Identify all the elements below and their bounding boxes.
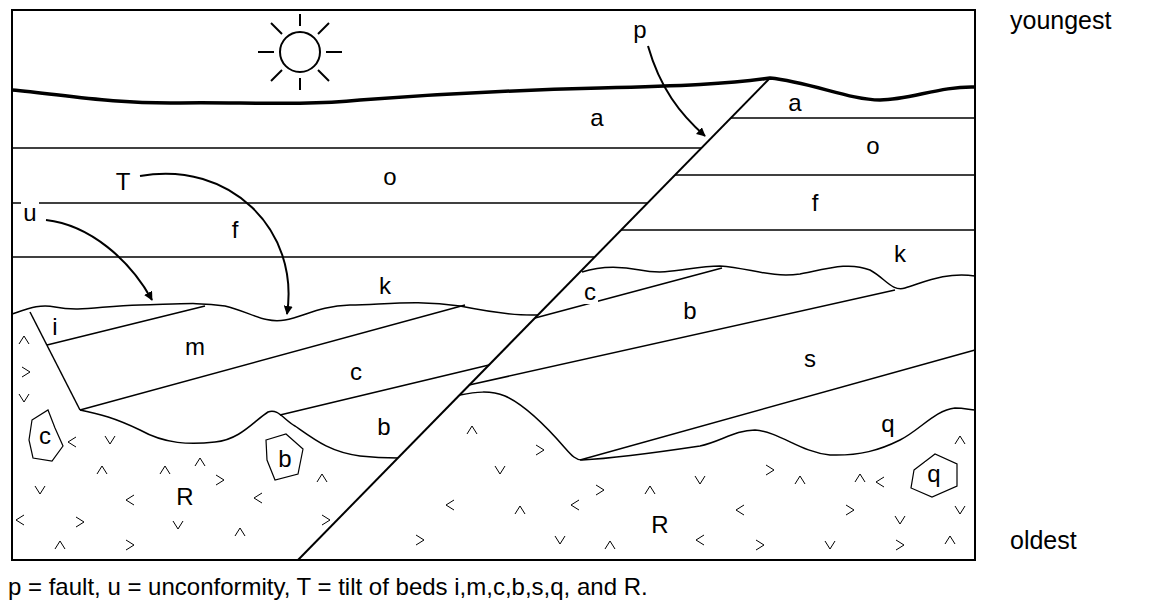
pattern-mark <box>795 476 805 484</box>
pattern-mark <box>825 541 835 549</box>
pattern-mark <box>97 466 107 474</box>
basement-pattern <box>16 336 965 550</box>
rock-label: R <box>174 485 195 509</box>
pattern-mark <box>696 535 704 545</box>
pattern-mark <box>195 458 205 466</box>
layer-label: f <box>230 218 241 242</box>
layer-label: i <box>50 315 59 339</box>
pattern-mark <box>76 517 84 527</box>
layer-label: o <box>381 165 398 189</box>
pattern-mark <box>605 541 615 549</box>
layer-label: a <box>588 106 605 130</box>
pattern-mark <box>895 516 905 524</box>
pattern-mark <box>896 540 904 550</box>
tilted-beds-left <box>30 305 489 458</box>
layer-label: c <box>348 360 364 384</box>
pattern-mark <box>35 486 45 494</box>
layer-label: s <box>802 347 818 371</box>
pattern-mark <box>945 536 955 544</box>
unconformity-right <box>582 266 975 289</box>
tilt-label: T <box>114 170 133 194</box>
layer-label: k <box>892 242 908 266</box>
pattern-mark <box>467 426 477 434</box>
pattern-mark <box>536 445 544 455</box>
pattern-mark <box>126 495 134 505</box>
pattern-mark <box>876 477 884 487</box>
pattern-mark <box>216 475 224 485</box>
caption: p = fault, u = unconformity, T = tilt of… <box>8 574 648 600</box>
pattern-mark <box>695 476 705 484</box>
pattern-mark <box>756 540 764 550</box>
pattern-mark <box>322 515 330 525</box>
pattern-mark <box>446 500 454 510</box>
pattern-mark <box>19 394 29 402</box>
pattern-mark <box>16 515 24 525</box>
pattern-mark <box>317 474 327 482</box>
layer-label: k <box>377 274 393 298</box>
layer-label: q <box>879 412 896 436</box>
pattern-mark <box>416 535 424 545</box>
sun-symbol <box>258 14 342 90</box>
layer-label: b <box>375 415 392 439</box>
pattern-mark <box>515 506 525 514</box>
pattern-mark <box>254 493 262 503</box>
fault-label: p <box>631 18 648 42</box>
frame <box>12 10 975 560</box>
pattern-mark <box>68 437 76 447</box>
layer-label: c <box>582 280 598 304</box>
rock-label: R <box>649 513 670 537</box>
inclusion-label: q <box>925 462 942 486</box>
layer-label: f <box>810 191 821 215</box>
pattern-mark <box>22 367 30 377</box>
inclusions <box>29 410 957 497</box>
fault-line <box>298 78 770 560</box>
pattern-mark <box>571 500 579 510</box>
pattern-mark <box>495 466 505 474</box>
pattern-mark <box>645 486 655 494</box>
unconformity-left <box>12 303 538 321</box>
pattern-mark <box>235 528 245 536</box>
pattern-mark <box>160 466 170 474</box>
inclusion-label: b <box>276 447 293 471</box>
layer-label: a <box>786 91 803 115</box>
inclusion-label: c <box>37 424 53 448</box>
pattern-mark <box>766 465 774 475</box>
pattern-mark <box>846 505 854 515</box>
age-label: oldest <box>1008 528 1079 553</box>
pattern-mark <box>736 505 744 515</box>
pattern-mark <box>596 485 604 495</box>
pattern-mark <box>555 536 565 544</box>
pattern-mark <box>955 506 965 514</box>
pattern-mark <box>855 474 865 482</box>
layer-label: b <box>681 299 698 323</box>
pattern-mark <box>955 436 965 444</box>
pattern-mark <box>105 436 115 444</box>
pattern-mark <box>126 540 134 550</box>
unconformity-label: u <box>21 201 38 225</box>
age-label: youngest <box>1008 8 1113 33</box>
layer-label: m <box>183 335 207 359</box>
pattern-mark <box>19 336 29 344</box>
land-surface <box>12 78 975 103</box>
leader-arrows <box>46 46 705 314</box>
tilted-beds-right <box>460 268 975 460</box>
bed-contacts <box>12 118 975 257</box>
layer-label: o <box>864 134 881 158</box>
pattern-mark <box>55 541 65 549</box>
pattern-mark <box>173 521 183 529</box>
